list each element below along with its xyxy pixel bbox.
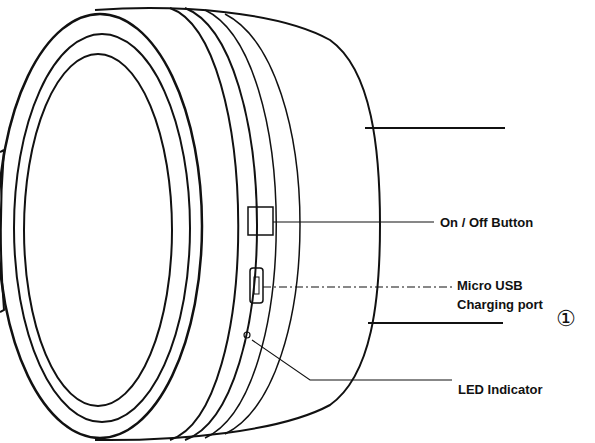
usb-port xyxy=(250,268,263,303)
part-label: Micro USB Charging port xyxy=(457,276,565,314)
cushion-ring xyxy=(14,34,190,422)
part-label: On / Off Button xyxy=(440,213,590,232)
cushion-inner xyxy=(24,54,172,406)
outline-line xyxy=(368,322,503,324)
leader-line xyxy=(263,286,452,287)
outline-line xyxy=(365,127,505,129)
power-button xyxy=(248,207,273,235)
part-label: LED Indicator xyxy=(458,380,588,399)
band-groove xyxy=(225,14,300,434)
band-groove xyxy=(170,8,238,440)
band-groove xyxy=(185,8,257,440)
leader-line xyxy=(273,221,434,222)
usb-port-inner xyxy=(254,277,259,294)
leader-line xyxy=(252,340,452,380)
band-groove xyxy=(205,10,276,438)
callout-number: ① xyxy=(556,306,588,332)
led-dot xyxy=(244,332,250,338)
headband-stub xyxy=(0,150,4,312)
housing-outline xyxy=(95,8,380,440)
cushion-outer xyxy=(0,14,202,438)
